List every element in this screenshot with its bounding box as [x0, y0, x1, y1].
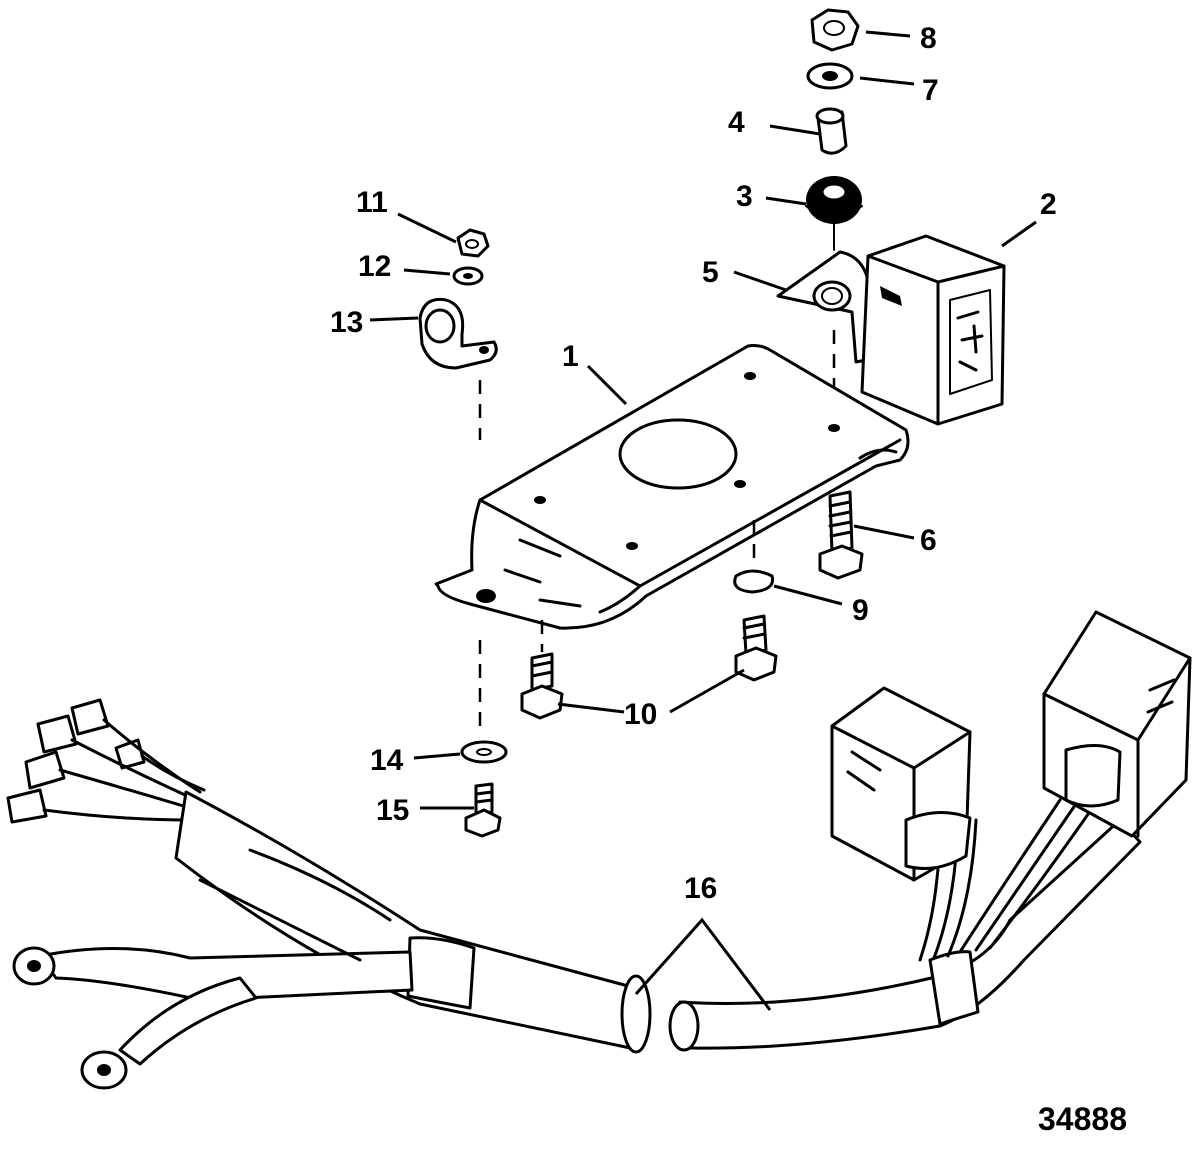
part-2-relay [860, 234, 1006, 426]
part-9-lock-washer [733, 520, 775, 594]
part-5-relay-bracket [776, 250, 870, 364]
callout-8: 8 [920, 22, 937, 55]
callout-10: 10 [624, 698, 657, 731]
callout-1: 1 [562, 340, 579, 373]
part-8-nut [810, 8, 860, 52]
callout-4: 4 [728, 106, 745, 139]
part-6-screw [818, 490, 864, 580]
part-14-washer [460, 740, 508, 764]
callout-5: 5 [702, 256, 719, 289]
part-11-nut [456, 228, 490, 258]
callout-13: 13 [330, 306, 363, 339]
callout-14: 14 [370, 744, 404, 777]
part-7-washer [806, 62, 854, 90]
leader-lines [369, 30, 1037, 1011]
callout-12: 12 [358, 250, 391, 283]
part-3-grommet [805, 176, 863, 251]
callout-3: 3 [736, 180, 753, 213]
callout-11: 11 [356, 186, 388, 219]
figure-id: 34888 [1038, 1101, 1127, 1137]
callout-7: 7 [922, 74, 939, 107]
part-16-wiring-harness [6, 698, 652, 1090]
callout-6: 6 [920, 524, 937, 557]
part-10-screws [520, 614, 778, 720]
part-13-cable-clamp [418, 297, 498, 370]
callout-16: 16 [684, 872, 717, 905]
part-4-spacer [815, 107, 848, 155]
callout-9: 9 [852, 594, 869, 627]
callout-15: 15 [376, 794, 409, 827]
part-15-screw [464, 782, 502, 838]
part-16-wiring-harness-right [668, 610, 1192, 1052]
callout-2: 2 [1040, 188, 1057, 221]
part-1-mounting-plate [434, 344, 910, 630]
part-12-washer [452, 266, 484, 286]
